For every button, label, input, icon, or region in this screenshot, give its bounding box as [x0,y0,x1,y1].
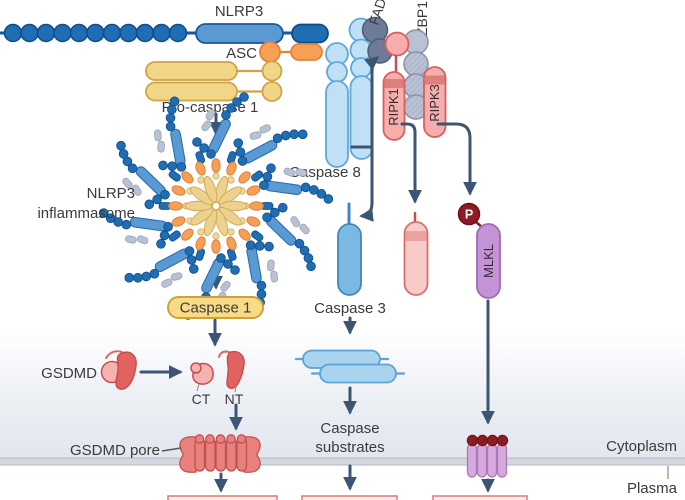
pro-caspase1-card-1 [261,60,283,82]
mlkl-capsule [476,223,501,299]
release-box-apoptosis [301,495,398,500]
phospho-label: P [465,208,473,222]
caspase1-pill [167,296,264,319]
asc-capsule [290,43,323,61]
ripk1: RIPK1 [382,31,410,141]
inflammasome-label-1: NLRP3 [87,185,135,202]
pro-caspase1-capsule-2 [145,81,238,102]
phospho-circle [457,202,481,226]
gsdmd-pore-label: GSDMD pore [70,442,160,459]
fadd-label: FADD [366,0,393,27]
nlrp3-priming-complex: NLRP3 ASC Pro-caspase 1 [0,3,329,116]
ripk1-label: RIPK1 [386,88,401,126]
nlrp3-pyrin-domain [291,23,329,44]
arrow-caspase8-to-ripk1 [350,56,380,149]
arrow-ripk1-to-fragment [400,122,422,204]
phospho-mlkl: P MLKL [457,202,501,299]
plasma-membrane-label-1: Plasma [627,480,678,497]
asc-label: ASC [226,45,257,62]
caspase1-label: Caspase 1 [180,300,252,317]
lrr-bead-chain [3,23,188,43]
substrates-label-1: Caspase [320,420,379,437]
inflammasome-wheel [98,92,334,320]
ripk1-fragment [403,211,429,296]
gsdmd-nt-blob [226,350,245,389]
nlrp3-domain [195,23,284,44]
gsdmd: GSDMD [41,350,137,390]
plasma-membrane-label-2: membrane [605,498,677,500]
substrates-label-2: substrates [315,439,384,456]
caspase8-label: Caspase 8 [289,164,361,181]
release-box-necroptosis [432,495,528,500]
caspase3-label: Caspase 3 [314,300,386,317]
ct-label: CT [192,391,211,407]
inflammasome-label-2: inflammasome [37,205,135,222]
ripk3-label: RIPK3 [427,84,442,122]
gsdmd-ct-nt: CT NT [190,350,245,407]
pro-caspase1-capsule-1 [145,61,238,81]
zbp1-chain: ZBP1 [403,1,430,120]
caspase8-capsule-1 [325,80,349,168]
gsdmd-label: GSDMD [41,365,97,382]
plasma-membrane-band [0,457,685,466]
asc-domain [259,41,281,63]
mlkl-label: MLKL [481,244,496,278]
mlkl-pore [466,434,509,478]
nt-label: NT [225,391,244,407]
cytoplasm-label: Cytoplasm [606,438,677,455]
ripk1-death-domain [384,31,410,57]
arrow-ripk3-to-phospho [436,122,477,196]
caspase3: Caspase 3 [314,202,386,317]
gsdmd-pore [179,434,261,473]
arrow-caspase8-to-caspase3 [359,145,374,222]
caspase-substrates: Caspase substrates [294,349,406,456]
pro-caspase1-card-2 [261,81,283,102]
zbp1-label: ZBP1 [414,1,430,36]
nlrp3-label: NLRP3 [215,3,263,20]
caspase8-complex: FADD [325,0,393,168]
ripk3: RIPK3 [423,66,447,138]
arrows [139,56,495,493]
release-box-pyroptosis [167,495,278,500]
